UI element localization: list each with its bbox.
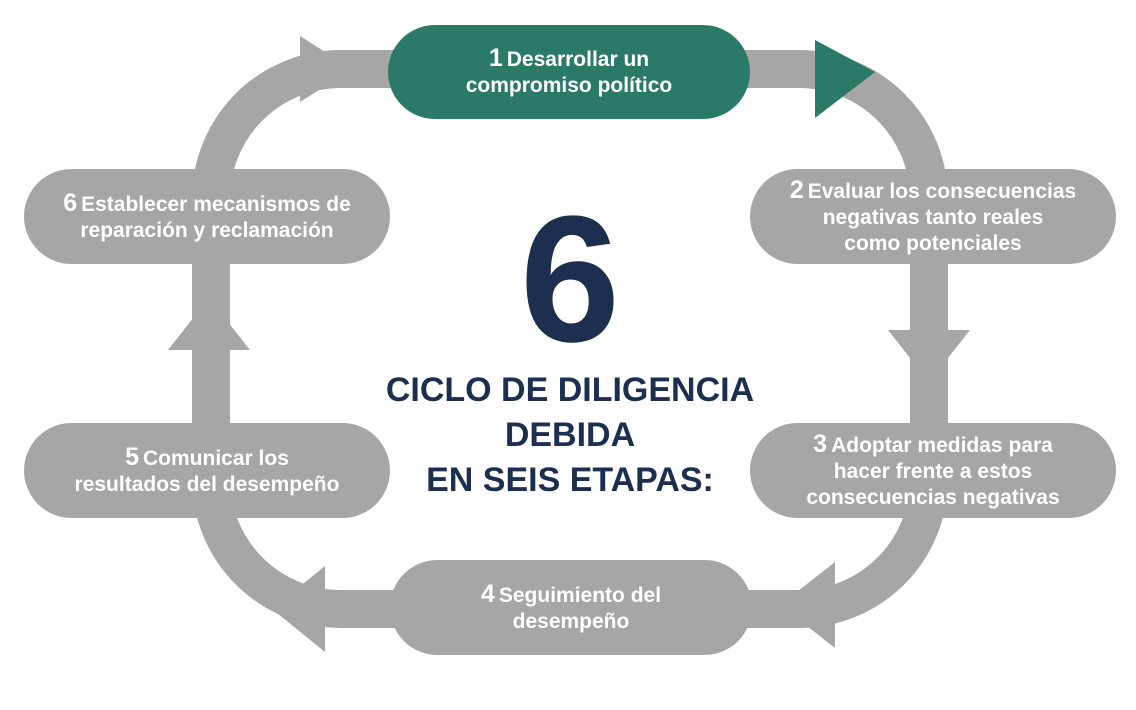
stage-2-line-2: negativas tanto reales xyxy=(822,205,1044,229)
arrow-right-down xyxy=(888,330,970,382)
stage-1-line-2: compromiso político xyxy=(465,74,673,97)
arrow-bottom-right-left xyxy=(780,562,835,648)
stage-5-line-2: resultados del desempeño xyxy=(74,472,340,496)
stage-2-line-3: como potenciales xyxy=(844,231,1022,255)
stage-3-line-3: consecuencias negativas xyxy=(806,485,1060,509)
big-number: 6 xyxy=(519,179,621,380)
stage-4-line-1: Seguimiento del xyxy=(498,583,662,607)
stage-5-number: 5 xyxy=(125,442,140,471)
arrow-top-right-right xyxy=(815,40,875,118)
stage-1-number: 1 xyxy=(488,44,503,72)
stage-3-line-1: Adoptar medidas para xyxy=(831,433,1053,457)
stage-5-line-1: Comunicar los xyxy=(143,446,289,470)
center-title-line-1: CICLO DE DILIGENCIA xyxy=(385,371,755,409)
center-title-line-2: DEBIDA xyxy=(504,416,636,454)
stage-2-line-1: Evaluar los consecuencias xyxy=(807,179,1077,203)
stage-4-number: 4 xyxy=(480,579,495,608)
stage-6-line-1: Establecer mecanismos de xyxy=(81,192,351,216)
center-title: CICLO DE DILIGENCIA DEBIDA EN SEIS ETAPA… xyxy=(330,368,810,503)
stage-3-number: 3 xyxy=(813,429,828,458)
stage-6-number: 6 xyxy=(63,188,78,217)
center-title-line-3: EN SEIS ETAPAS: xyxy=(426,461,714,499)
stage-4-line-2: desempeño xyxy=(512,609,630,633)
center-heading: 6 CICLO DE DILIGENCIA DEBIDA EN SEIS ETA… xyxy=(330,190,810,503)
arrow-left-up xyxy=(168,298,250,350)
arrow-bottom-left-left xyxy=(272,566,325,652)
stage-3-line-2: hacer frente a estos xyxy=(833,459,1033,483)
stage-1-line-1: Desarrollar un xyxy=(506,48,650,71)
stage-6-line-2: reparación y reclamación xyxy=(80,218,334,242)
arrow-top-left-right xyxy=(300,36,352,102)
stage-2-number: 2 xyxy=(789,175,804,204)
